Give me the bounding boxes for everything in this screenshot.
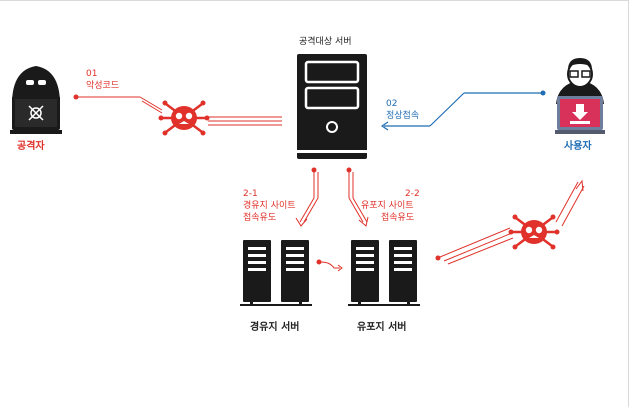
step-02-text: 정상접속 (386, 111, 420, 121)
step-2-1-line2: 접속유도 (243, 213, 277, 223)
step-2-2-number: 2-2 (405, 189, 420, 199)
distribution-server-label: 유포지 서버 (357, 322, 407, 333)
step-2-2-line1: 유포지 사이트 (361, 201, 414, 211)
user-icon (555, 58, 605, 134)
step-01-number: 01 (86, 69, 98, 79)
step-02-connector (380, 90, 546, 131)
step-01-connector (73, 94, 163, 114)
server-rack-icon-distribution (348, 240, 420, 306)
server-link-arrow (316, 259, 343, 272)
target-server-label: 공격대상 서버 (299, 37, 352, 47)
user-label: 사용자 (564, 141, 592, 152)
server-rack-icon-stopover (240, 240, 312, 306)
stopover-server-label: 경유지 서버 (250, 322, 300, 333)
top-border (0, 0, 629, 1)
server-tower-icon (297, 54, 367, 159)
step-01-text: 악성코드 (86, 81, 120, 91)
step-2-1-line1: 경유지 사이트 (243, 201, 296, 211)
attacker-label: 공격자 (17, 141, 45, 152)
hacker-icon (10, 66, 62, 134)
virus-bug-icon-2 (508, 214, 560, 250)
step-2-1-number: 2-1 (243, 189, 258, 199)
step-2-2-line2: 접속유도 (381, 213, 415, 223)
virus-bug-icon (158, 100, 210, 136)
step-2-1-connector (295, 167, 319, 227)
step-2-2-connector (346, 167, 369, 227)
step-01-arrow (208, 116, 282, 126)
step-02-number: 02 (386, 99, 398, 109)
distribution-to-user-connector (435, 179, 585, 265)
